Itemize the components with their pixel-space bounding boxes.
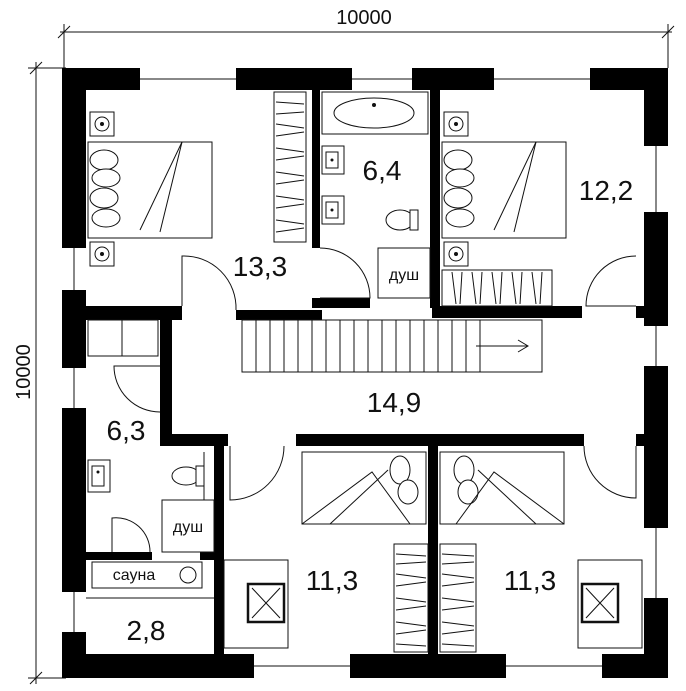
nightstand-icon	[89, 111, 115, 137]
sink-icon	[87, 459, 111, 493]
door-swing-icon	[583, 445, 637, 499]
sauna-heater-icon	[179, 566, 197, 584]
nightstand-icon	[89, 241, 115, 267]
width-label: 10000	[336, 7, 392, 29]
sink-icon	[321, 195, 345, 225]
sink-icon	[321, 145, 345, 175]
wardrobe-icon	[393, 543, 429, 653]
height-label: 10000	[13, 344, 35, 400]
bedroom-ne: 12,2	[441, 111, 637, 307]
bedroom-sw-area: 11,3	[306, 565, 358, 596]
shower-label: душ	[389, 267, 419, 284]
door-swing-icon	[229, 445, 285, 501]
door-swing-icon	[111, 517, 151, 553]
hall: 14,9	[241, 319, 543, 418]
interior-walls	[86, 90, 644, 654]
bathtub-icon	[321, 91, 429, 135]
bathroom-n-area: 6,4	[363, 155, 402, 186]
hall-area: 14,9	[367, 387, 422, 418]
shower-label: душ	[173, 519, 203, 536]
bedroom-nw: 13,3	[87, 91, 307, 311]
toilet-icon	[171, 465, 205, 487]
sauna-area: 2,8	[127, 615, 166, 646]
bedroom-se: 11,3	[439, 445, 643, 653]
wardrobe-icon	[273, 91, 307, 243]
bedroom-nw-area: 13,3	[233, 251, 288, 282]
bedroom-sw: 11,3	[223, 445, 429, 653]
shower-n: душ	[377, 247, 431, 299]
bathroom-w: душ 6,3	[87, 319, 215, 553]
door-swing-icon	[319, 247, 371, 299]
bathroom-w-area: 6,3	[107, 415, 146, 446]
nightstand-icon	[443, 241, 469, 267]
door-swing-icon	[181, 255, 237, 311]
bed-icon	[87, 141, 213, 239]
bedroom-ne-area: 12,2	[579, 175, 634, 206]
desk-chair-icon	[577, 559, 643, 649]
dimension-height: 10000	[13, 61, 66, 685]
stairs-icon	[241, 319, 543, 373]
bedroom-se-area: 11,3	[504, 565, 556, 596]
door-swing-icon	[113, 365, 161, 413]
desk-chair-icon	[223, 559, 289, 649]
toilet-icon	[385, 209, 419, 231]
bed-icon	[441, 141, 567, 239]
dimension-width: 10000	[57, 7, 675, 68]
wardrobe-icon	[439, 543, 477, 653]
bed-icon	[301, 451, 427, 525]
nightstand-icon	[443, 111, 469, 137]
bed-icon	[439, 451, 565, 525]
door-swing-icon	[585, 255, 637, 307]
sauna-label: сауна	[113, 567, 156, 584]
shower-w: душ	[161, 499, 215, 553]
stove-icon	[87, 319, 159, 357]
wardrobe-icon	[441, 269, 553, 307]
bathroom-n: душ 6,4	[319, 91, 431, 299]
sauna: сауна 2,8	[86, 561, 214, 646]
windows	[62, 68, 668, 678]
